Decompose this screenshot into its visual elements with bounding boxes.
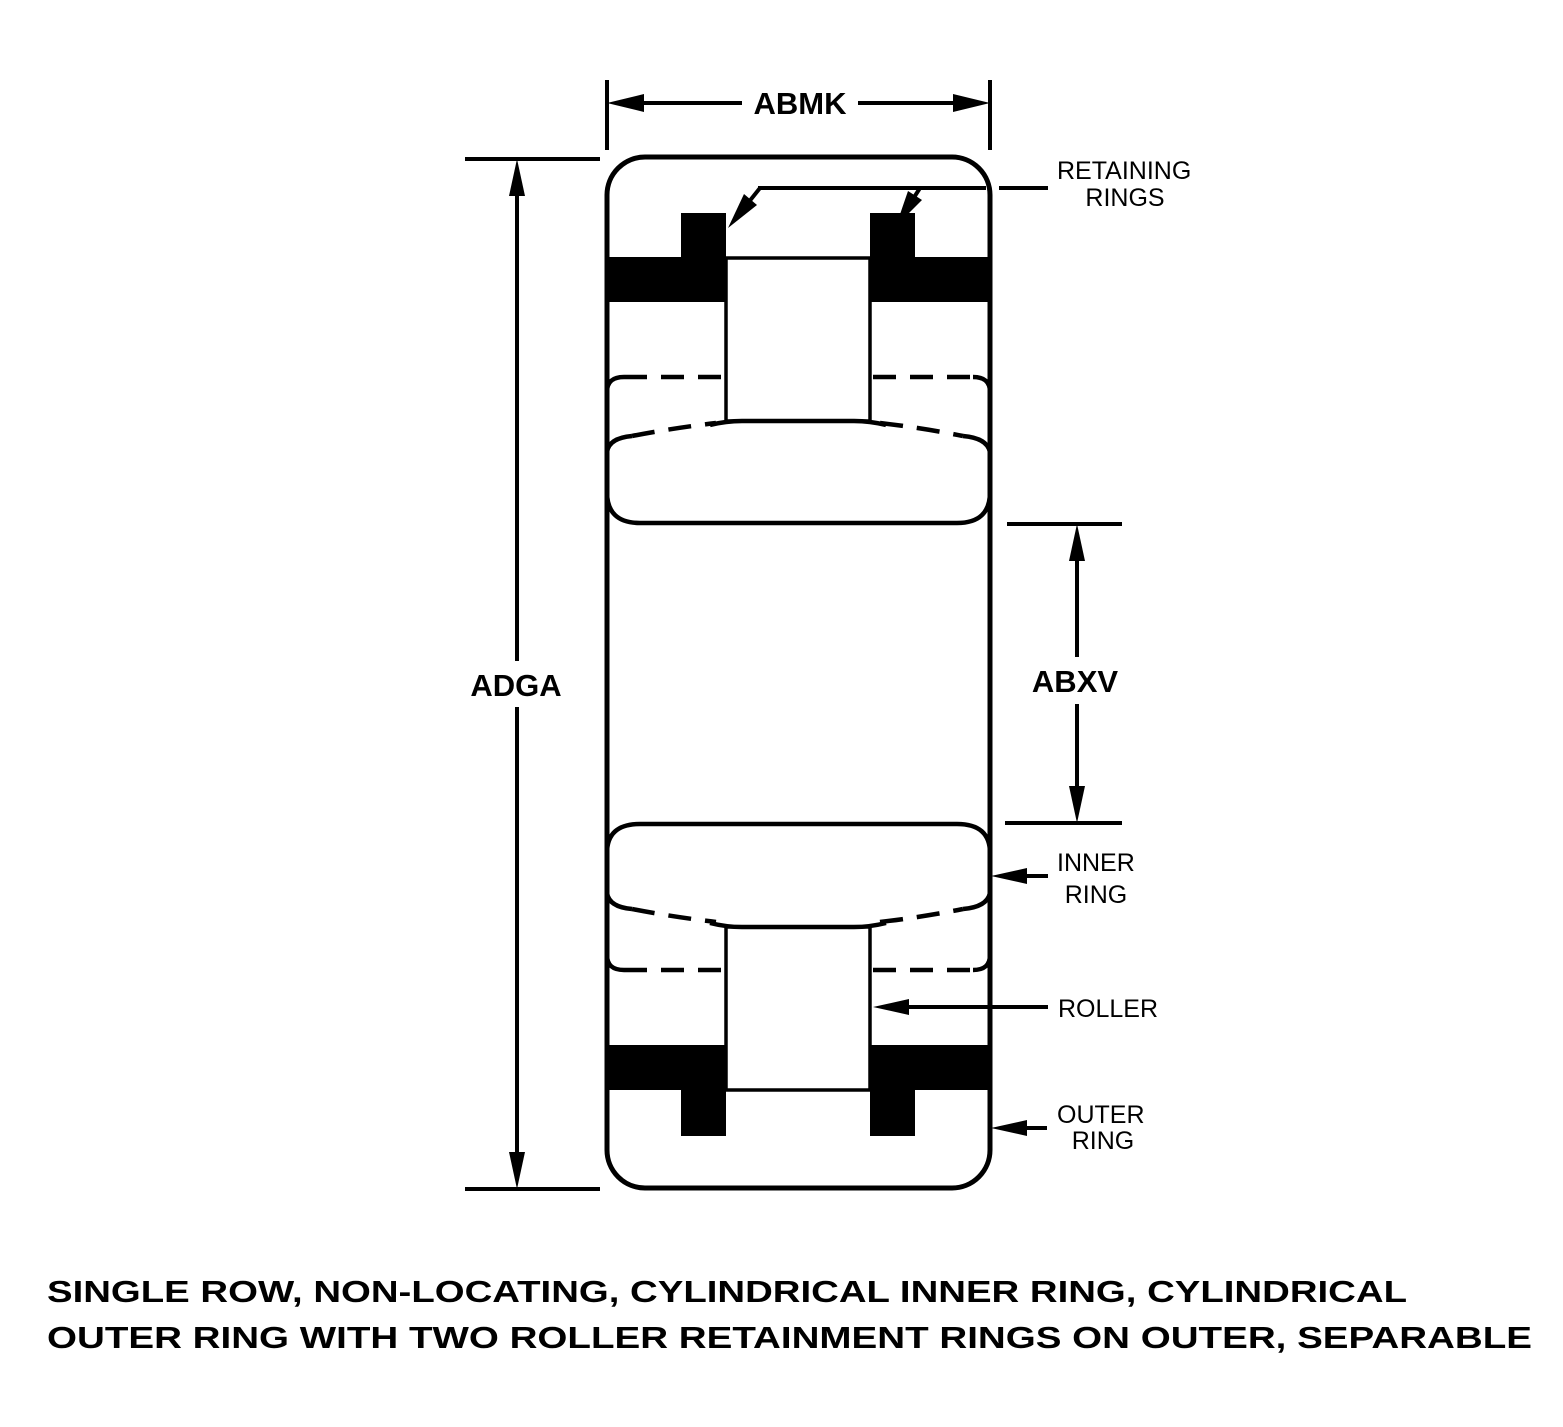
retaining-ring-top-right [870,213,990,302]
caption-line1: SINGLE ROW, NON-LOCATING, CYLINDRICAL IN… [47,1274,1407,1309]
roller-arrowhead [873,999,909,1015]
inner-ring-top-arc-right [972,374,993,393]
roller-label: ROLLER [1058,995,1158,1023]
inner-ring-raceway-visible-top [709,418,887,428]
retaining-rings-label-line2: RINGS [1085,184,1164,212]
inner-ring-arrowhead [991,868,1027,884]
outer-ring-label-line1: OUTER [1057,1101,1145,1129]
retaining-rings-arrowhead-left [728,194,757,228]
adga-arrowhead-top [509,159,525,196]
retaining-ring-top-left [607,213,726,302]
callout-retaining-rings: RETAINING RINGS [728,157,1191,228]
callout-outer-ring: OUTER RING [991,1101,1145,1155]
adga-arrowhead-bottom [509,1152,525,1189]
inner-ring-label-line1: INNER [1057,849,1135,877]
inner-ring-top-arc-left [604,374,625,393]
outer-ring-label-line2: RING [1072,1127,1135,1155]
abmk-label: ABMK [754,86,848,121]
roller-bottom [724,925,872,1092]
inner-ring-label-line2: RING [1065,881,1128,909]
callout-inner-ring: INNER RING [991,849,1135,909]
bearing-drawing [604,154,993,1191]
outer-ring-arrowhead [991,1120,1027,1136]
inner-ring-body-top [604,491,993,526]
adga-label: ADGA [470,668,561,703]
inner-ring-bottom-arc-left [604,954,625,973]
inner-ring-raceway-arc-left-top [604,433,633,453]
roller-top [724,256,872,423]
abxv-label: ABXV [1032,664,1118,699]
inner-ring-raceway-hidden-left-top [631,420,717,439]
caption-line2: OUTER RING WITH TWO ROLLER RETAINMENT RI… [47,1320,1532,1355]
retaining-rings-label-line1: RETAINING [1057,157,1191,185]
inner-ring-raceway-hidden-right-top [879,420,964,439]
dimension-abxv: ABXV [1005,522,1122,825]
inner-ring-bottom-arc-right [972,954,993,973]
inner-ring-raceway-arc-left-bottom [604,892,633,912]
inner-ring-body-bottom [604,821,993,854]
dimension-adga: ADGA [465,157,600,1191]
bearing-outline [604,154,993,1191]
abmk-arrowhead-right [953,94,990,112]
abxv-arrowhead-bottom [1069,786,1085,823]
dimension-abmk: ABMK [605,80,992,150]
retaining-ring-bottom-right [870,1045,990,1136]
caption: SINGLE ROW, NON-LOCATING, CYLINDRICAL IN… [47,1274,1532,1355]
inner-ring-raceway-visible-bottom [709,920,887,930]
abxv-arrowhead-top [1069,524,1085,561]
inner-ring-raceway-arc-right-top [962,433,993,453]
inner-ring-raceway-hidden-right-bottom [879,906,964,925]
inner-ring-raceway-arc-right-bottom [962,892,993,912]
callout-roller: ROLLER [873,995,1158,1023]
retaining-ring-bottom-left [607,1045,726,1136]
retaining-rings-arrowhead-right [896,191,922,226]
abmk-arrowhead-left [607,94,644,112]
inner-ring-raceway-hidden-left-bottom [631,906,717,925]
